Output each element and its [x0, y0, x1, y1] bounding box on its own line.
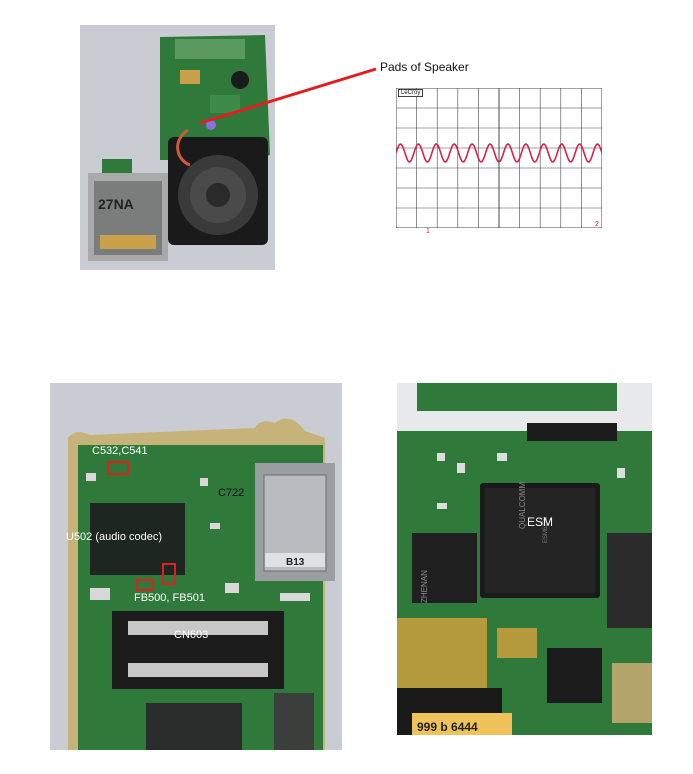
fb501-highlight-box	[162, 563, 176, 585]
label-c532-c541: C532,C541	[92, 445, 148, 457]
chip-brand-text: QUALCOMM	[518, 482, 527, 529]
label-u502: U502 (audio codec)	[66, 531, 163, 543]
photo-board-speaker: 27NA	[80, 25, 275, 270]
chip-code-text: ESM6270	[543, 516, 549, 543]
label-fb500-fb501: FB500, FB501	[134, 592, 205, 604]
sd-label: 27NA	[98, 196, 134, 212]
scope-brand: LeCroy	[398, 89, 424, 97]
speaker-pads-label: Pads of Speaker	[380, 60, 469, 74]
label-c722: C722	[218, 487, 245, 499]
fb500-highlight-box	[136, 579, 154, 591]
photo-board-codec: B13 C532,C541 C722 U502 (audio codec) FB…	[50, 383, 342, 750]
label-esm: ESM	[527, 515, 554, 529]
scope-right-marker: 2	[595, 221, 599, 228]
esm-closeup-illustration: QUALCOMM ESM6270 ZHENAN 999 b 6444	[397, 383, 652, 735]
left-chip-text: ZHENAN	[420, 570, 429, 603]
board-speaker-illustration: 27NA	[80, 25, 275, 270]
waveform-trace	[395, 143, 603, 163]
c532-highlight-box	[107, 461, 129, 475]
label-cn603: CN603	[174, 629, 209, 641]
photo-esm-closeup: QUALCOMM ESM6270 ZHENAN 999 b 6444 ESM	[397, 383, 652, 735]
oscilloscope-panel: LeCroy 1 2	[395, 87, 603, 235]
connector-label: B13	[286, 557, 305, 568]
scope-ch-marker: 1	[426, 228, 430, 235]
board-codec-illustration: B13	[50, 383, 342, 750]
oscilloscope-grid	[395, 87, 603, 229]
bottom-print-text: 999 b 6444	[417, 720, 478, 734]
